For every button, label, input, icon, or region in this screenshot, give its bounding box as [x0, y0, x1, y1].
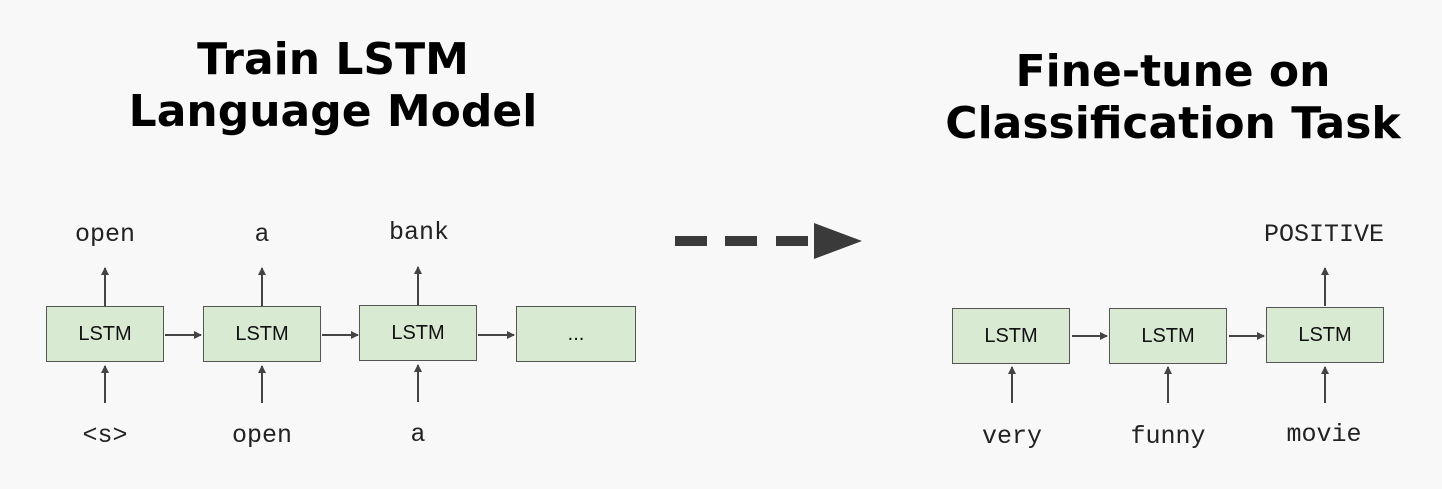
lstm-cell-right-2: LSTM	[1109, 308, 1227, 364]
right-title-line2: Classification Task	[945, 98, 1401, 149]
right-input-word-3: movie	[1286, 420, 1362, 449]
transfer-dashed-arrow	[675, 223, 862, 259]
right-output-label: POSITIVE	[1263, 220, 1385, 249]
right-input-word-1: very	[981, 422, 1042, 451]
lstm-cell-left-ellipsis: ...	[516, 306, 636, 362]
lstm-cell-left-2: LSTM	[203, 306, 321, 362]
lstm-cell-left-1: LSTM	[46, 306, 164, 362]
right-title-line1: Fine-tune on	[1015, 46, 1331, 97]
lstm-cell-left-3: LSTM	[359, 305, 477, 361]
left-output-word-3: bank	[388, 218, 449, 247]
right-input-word-2: funny	[1130, 422, 1206, 451]
left-input-word-3: a	[410, 420, 426, 449]
left-output-word-2: a	[254, 220, 270, 249]
right-title: Fine-tune on Classification Task	[938, 46, 1408, 150]
left-input-word-1: <s>	[82, 421, 128, 450]
left-title-line2: Language Model	[128, 86, 538, 137]
left-input-word-2: open	[231, 421, 292, 450]
left-title: Train LSTM Language Model	[103, 34, 563, 138]
lstm-cell-right-3: LSTM	[1266, 307, 1384, 363]
left-output-word-1: open	[74, 220, 135, 249]
lstm-cell-right-1: LSTM	[952, 308, 1070, 364]
left-title-line1: Train LSTM	[197, 34, 469, 85]
